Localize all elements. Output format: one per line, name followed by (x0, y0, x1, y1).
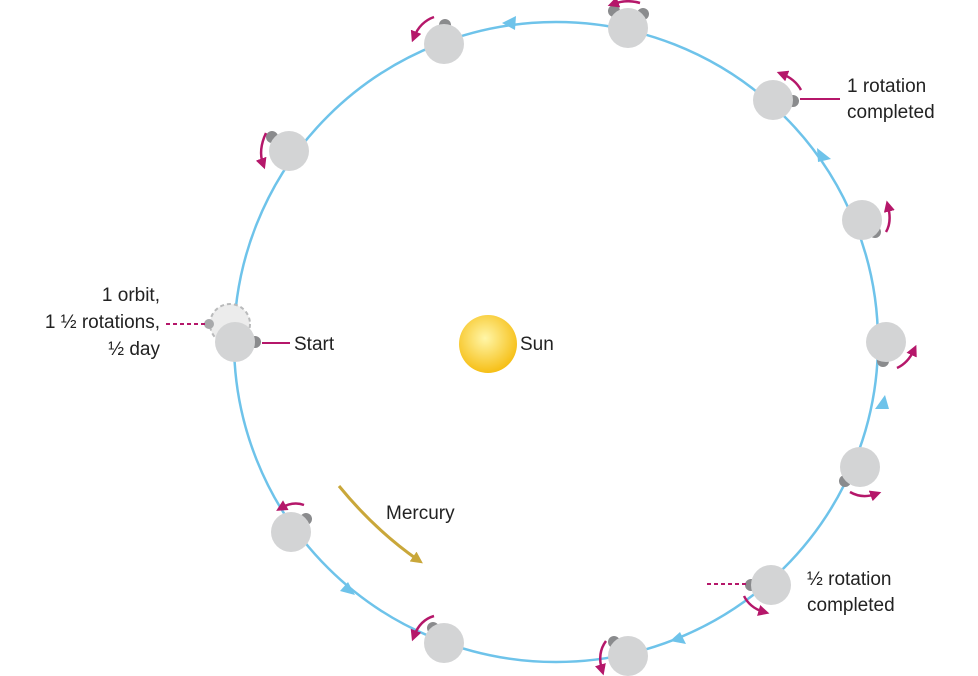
mercury-label: Mercury (386, 503, 455, 524)
half-rotation-label-line1: ½ rotation (807, 569, 892, 590)
sun-icon (459, 315, 517, 373)
curved-rotation-arrow-icon (776, 70, 803, 91)
orbit-arrow-upper-right (817, 148, 831, 162)
curved-rotation-arrow-icon (255, 132, 268, 170)
mercury-motion-arrow (337, 485, 423, 564)
mercury-planet-icon (608, 636, 648, 676)
mercury-planet-icon (271, 512, 311, 552)
orbit-direction-arrows (340, 16, 889, 644)
mercury-planet-icon (215, 322, 255, 362)
curved-rotation-arrow-icon (276, 500, 305, 511)
curved-rotation-arrow-icon (742, 595, 770, 616)
mercury-planet-icon (842, 200, 882, 240)
half-rotation-label-line2: completed (807, 595, 895, 616)
rotation-arrows (255, 0, 917, 676)
ghost-marker (204, 319, 214, 329)
mercury-planet-icon (424, 24, 464, 64)
curved-rotation-arrow-icon (607, 0, 641, 8)
one-rotation-label-line1: 1 rotation (847, 76, 926, 97)
sun-label: Sun (520, 334, 554, 355)
start-label: Start (294, 334, 335, 355)
mercury-planet-icon (840, 447, 880, 487)
label-connectors (166, 98, 840, 585)
curved-rotation-arrow-icon (595, 640, 608, 676)
orbit-arrow-lower-left (340, 582, 355, 595)
mercury-planet-icon (753, 80, 793, 120)
orbit-arrow-top (502, 16, 516, 30)
mercury-planet-icon (269, 131, 309, 171)
one-rotation-label-line2: completed (847, 102, 935, 123)
curved-rotation-arrow-icon (410, 614, 435, 642)
mercury-planet-icon (866, 322, 906, 362)
orbit-arrow-lower-right (670, 632, 686, 644)
orbit-label-line3: ½ day (108, 339, 160, 360)
mercury-planet-icon (424, 623, 464, 663)
curved-rotation-arrow-icon (883, 200, 895, 233)
curved-rotation-arrow-icon (849, 490, 882, 502)
planets (215, 5, 906, 676)
mercury-planet-icon (608, 8, 648, 48)
orbit-label-line1: 1 orbit, (102, 285, 160, 306)
orbit-label-line2: 1 ½ rotations, (45, 312, 160, 333)
curved-rotation-arrow-icon (896, 344, 917, 370)
mercury-planet-icon (751, 565, 791, 605)
orbit-arrow-right (875, 395, 889, 409)
curved-rotation-arrow-icon (410, 15, 435, 43)
